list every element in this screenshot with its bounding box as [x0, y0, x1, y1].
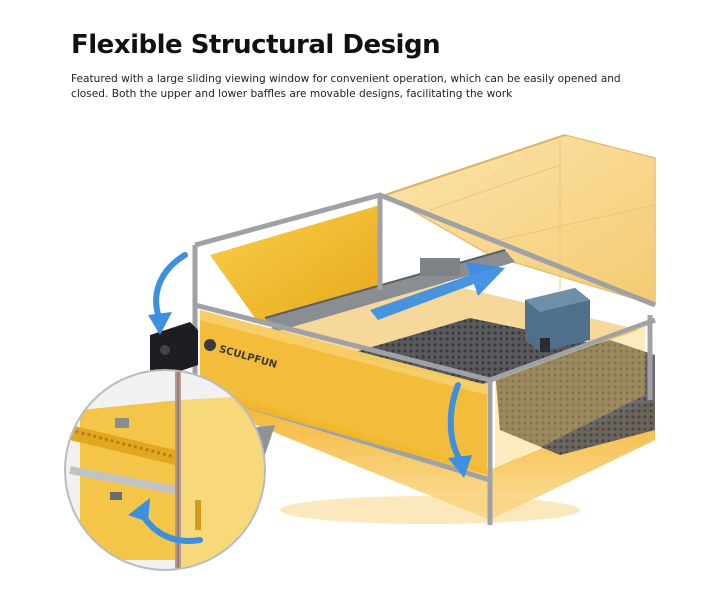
page-title: Flexible Structural Design: [71, 30, 441, 60]
front-baffle-curved-arrow: [447, 382, 463, 463]
controller-box: [150, 322, 198, 378]
front-window-panel: [200, 310, 487, 475]
right-window-panel: [495, 325, 645, 470]
sliding-lid: [383, 134, 656, 307]
zoom-detail: [64, 369, 266, 571]
lid-slide-arrow: [370, 262, 505, 320]
honeycomb-bed-front: [495, 340, 655, 455]
back-wall-panel: [210, 205, 380, 325]
feature-description: Featured with a large sliding viewing wi…: [71, 73, 621, 100]
laser-gantry: [264, 249, 515, 332]
left-baffle-curved-arrow: [153, 252, 188, 323]
laser-module: [525, 288, 590, 352]
